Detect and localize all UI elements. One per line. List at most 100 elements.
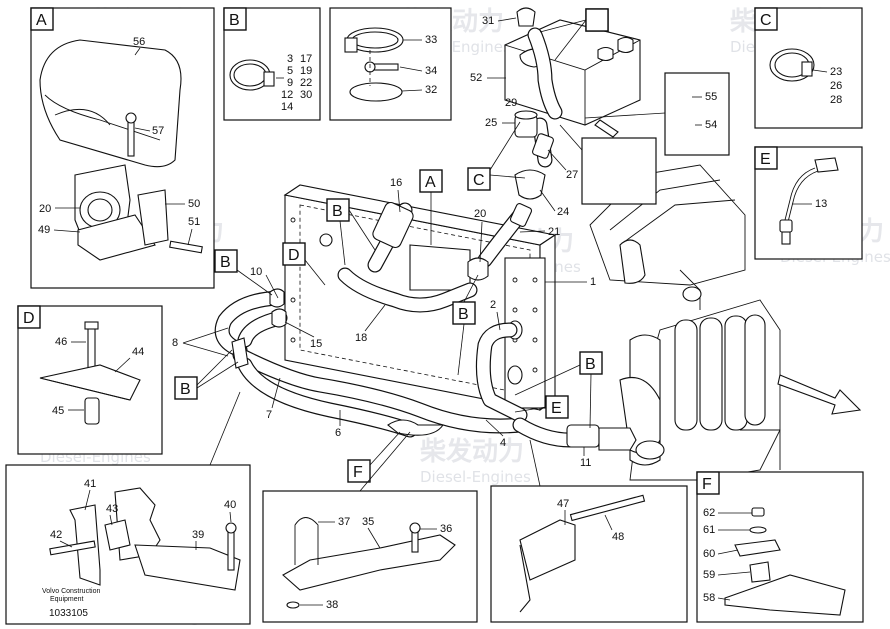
part-label: 49 bbox=[38, 224, 50, 236]
watermark-cn: 柴发动力 bbox=[419, 436, 524, 467]
part-label: 11 bbox=[580, 457, 591, 469]
main-part-labels: 31 52 29 25 27 24 21 20 16 10 1 2 8 15 1… bbox=[172, 15, 596, 469]
part-label: 37 bbox=[338, 516, 350, 528]
part-label: 47 bbox=[557, 498, 569, 510]
section-marker: D bbox=[288, 247, 300, 264]
part-label: 3 bbox=[287, 53, 293, 65]
part-label: 54 bbox=[705, 119, 717, 131]
panel-letter: C bbox=[760, 12, 772, 29]
part-label: 33 bbox=[425, 34, 437, 46]
part-label: 31 bbox=[482, 15, 494, 27]
panel-bolt-sleeve: 55 54 bbox=[559, 72, 730, 205]
part-label: 32 bbox=[425, 84, 437, 96]
part-label: 18 bbox=[355, 332, 367, 344]
section-marker: C bbox=[473, 172, 485, 189]
section-marker: A bbox=[425, 174, 436, 191]
part-label: 19 bbox=[300, 65, 312, 77]
part-label: 48 bbox=[612, 531, 624, 543]
panel-letter: A bbox=[36, 12, 47, 29]
part-label: 27 bbox=[566, 169, 578, 181]
part-label: 9 bbox=[287, 77, 293, 89]
part-label: 20 bbox=[39, 203, 51, 215]
part-label: 43 bbox=[106, 503, 118, 515]
panel-c: C 23 26 28 bbox=[754, 7, 863, 129]
part-label: 15 bbox=[310, 338, 322, 350]
part-label: 16 bbox=[390, 177, 402, 189]
brand-line-1: Volvo Construction bbox=[42, 588, 100, 595]
panel-letter: F bbox=[702, 476, 712, 493]
part-label: 10 bbox=[250, 266, 262, 278]
part-label: 38 bbox=[326, 599, 338, 611]
section-marker: B bbox=[458, 306, 469, 323]
part-label: 20 bbox=[474, 208, 486, 220]
part-label: 35 bbox=[362, 516, 374, 528]
part-label: 5 bbox=[287, 65, 293, 77]
panel-bottom-left: 41 43 42 40 39 Volvo Construction Equipm… bbox=[5, 391, 251, 625]
direction-arrow-icon bbox=[777, 374, 862, 415]
part-label: 45 bbox=[52, 405, 64, 417]
part-label: 42 bbox=[50, 529, 62, 541]
part-label: 58 bbox=[703, 592, 715, 604]
panel-letter: D bbox=[23, 310, 35, 327]
brand-line-2: Equipment bbox=[50, 596, 84, 603]
section-marker-box bbox=[585, 8, 609, 32]
panel-letter: B bbox=[229, 12, 240, 29]
part-label: 41 bbox=[84, 478, 96, 490]
main-letter-labels: B A C B D B B B B E bbox=[174, 8, 622, 483]
section-marker: B bbox=[220, 254, 231, 271]
part-label: 2 bbox=[490, 299, 496, 311]
panel-d: D 46 44 45 bbox=[17, 305, 163, 455]
main-components bbox=[231, 89, 696, 451]
part-label: 25 bbox=[485, 117, 497, 129]
expansion-tank bbox=[504, 7, 641, 126]
part-label: 36 bbox=[440, 523, 452, 535]
part-label: 6 bbox=[335, 427, 341, 439]
panel-b: B 3 5 9 12 14 17 19 22 30 bbox=[223, 7, 321, 121]
watermark-text: Diesel-Engines bbox=[420, 468, 531, 486]
part-label: 23 bbox=[830, 66, 842, 78]
part-label: 12 bbox=[281, 89, 293, 101]
part-label: 17 bbox=[300, 53, 312, 65]
part-label: 28 bbox=[830, 94, 842, 106]
part-label: 8 bbox=[172, 337, 178, 349]
part-label: 21 bbox=[548, 226, 560, 238]
section-marker: F bbox=[353, 464, 363, 481]
part-label: 52 bbox=[470, 72, 482, 84]
part-label: 57 bbox=[152, 125, 164, 137]
part-label: 22 bbox=[300, 77, 312, 89]
part-label: 7 bbox=[266, 409, 272, 421]
part-label: 4 bbox=[500, 437, 506, 449]
part-label: 26 bbox=[830, 80, 842, 92]
part-label: 60 bbox=[703, 548, 715, 560]
part-label: 59 bbox=[703, 569, 715, 581]
part-label: 30 bbox=[300, 89, 312, 101]
part-label: 29 bbox=[505, 97, 517, 109]
panel-a: A 56 57 50 51 20 49 bbox=[30, 7, 215, 289]
section-marker: B bbox=[332, 203, 343, 220]
section-marker: B bbox=[585, 356, 596, 373]
panel-f: F 62 61 60 59 58 bbox=[696, 471, 864, 623]
panel-b2: 33 34 32 bbox=[329, 7, 452, 121]
part-label: 34 bbox=[425, 65, 437, 77]
part-label: 62 bbox=[703, 507, 715, 519]
part-label: 51 bbox=[188, 216, 200, 228]
part-label: 50 bbox=[188, 198, 200, 210]
panel-e: E 13 bbox=[754, 146, 863, 260]
panel-bottom-right: 47 48 bbox=[490, 439, 688, 623]
reference-number: 1033105 bbox=[49, 608, 88, 619]
part-label: 44 bbox=[132, 346, 144, 358]
part-label: 24 bbox=[557, 206, 569, 218]
panel-letter: E bbox=[760, 151, 771, 168]
part-label: 40 bbox=[224, 499, 236, 511]
part-label: 61 bbox=[703, 524, 715, 536]
part-label: 55 bbox=[705, 91, 717, 103]
part-label: 56 bbox=[133, 36, 145, 48]
part-label: 13 bbox=[815, 198, 827, 210]
part-label: 14 bbox=[281, 101, 293, 113]
section-marker: E bbox=[551, 400, 562, 417]
part-label: 46 bbox=[55, 336, 67, 348]
panel-bottom-mid: 37 35 36 38 bbox=[262, 431, 478, 623]
section-marker: B bbox=[180, 381, 191, 398]
part-label: 39 bbox=[192, 529, 204, 541]
